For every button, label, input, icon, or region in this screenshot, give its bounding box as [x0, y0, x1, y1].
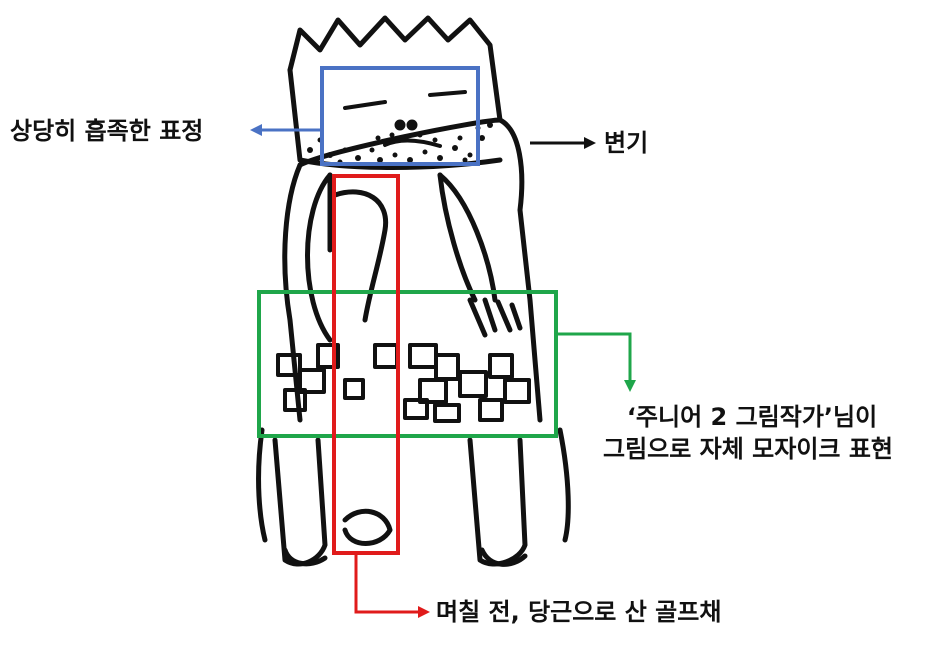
torso	[327, 172, 478, 303]
right-hand	[467, 297, 523, 338]
toilet-arrowhead	[584, 137, 596, 149]
mosaic-squares	[276, 343, 531, 423]
expression-arrowhead	[250, 124, 262, 136]
left-hand-club	[332, 189, 389, 323]
nose-dot-2	[406, 119, 418, 131]
golf-club-arrowhead	[418, 606, 430, 618]
left-eye	[343, 100, 387, 110]
right-leg	[467, 437, 528, 567]
mosaic-highlight-box	[257, 290, 558, 438]
golf-club-arrow	[354, 553, 420, 614]
right-eye	[428, 90, 467, 97]
toilet-tank	[282, 117, 543, 423]
beard	[307, 122, 493, 165]
toilet-label: 변기	[604, 129, 649, 157]
mosaic-label-line1: ‘주니어 2 그림작가’님이	[626, 403, 878, 431]
face-highlight-box	[320, 66, 480, 166]
right-foot	[479, 547, 528, 567]
mosaic-label-line2: 그림으로 자체 모자이크 표현	[602, 435, 894, 463]
expression-label: 상당히 흡족한 표정	[10, 117, 204, 145]
golf-club-label: 며칠 전, 당근으로 산 골프채	[436, 598, 722, 626]
left-foot	[282, 547, 328, 567]
right-arm	[437, 172, 498, 303]
mouth	[383, 138, 442, 148]
golf-club-head	[342, 508, 393, 546]
nose-dot	[394, 119, 406, 131]
left-arm	[305, 172, 333, 343]
golf-club-highlight-box	[332, 174, 400, 555]
mosaic-arrowhead	[624, 380, 636, 392]
crown	[287, 15, 503, 123]
left-leg	[272, 437, 328, 567]
mosaic-arrow	[556, 332, 632, 382]
toilet-bowl	[256, 427, 571, 543]
